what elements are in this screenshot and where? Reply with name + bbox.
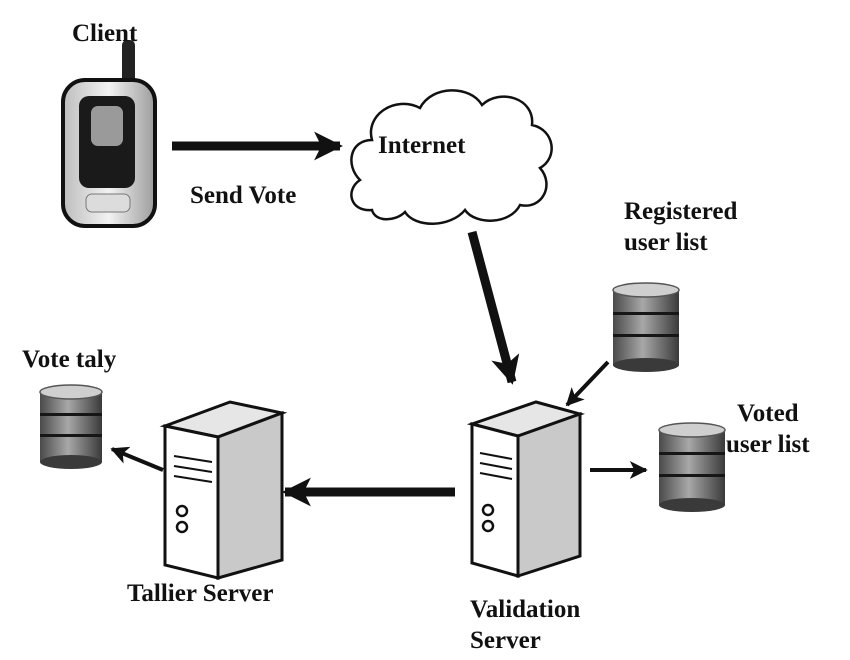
validation-label-line2: Server: [470, 627, 541, 654]
voted-label-line1: Voted: [736, 400, 799, 427]
tallier-server-label: Tallier Server: [127, 580, 274, 607]
server-tower-icon-validation: [466, 400, 586, 579]
server-tower-icon-tallier: [159, 400, 288, 580]
registered-label-line2: user list: [624, 229, 708, 256]
validation-label-line1: Validation: [470, 596, 581, 623]
mobile-phone-icon: [61, 40, 157, 228]
arrow-internet-to-validation: [467, 230, 520, 385]
registered-label-line1: Registered: [624, 198, 738, 225]
client-label: Client: [72, 20, 138, 47]
validation-server-label: Validation Server: [470, 594, 580, 656]
registered-user-list-label: Registered user list: [624, 196, 737, 258]
arrow-registered-to-validation: [565, 360, 610, 407]
send-vote-label: Send Vote: [190, 182, 297, 209]
internet-label: Internet: [378, 132, 466, 159]
voted-user-list-label: Voted user list: [726, 398, 810, 460]
voted-label-line2: user list: [726, 431, 810, 458]
database-icon-registered: [612, 282, 680, 372]
vote-tally-label: Vote taly: [22, 346, 117, 373]
database-icon-tally: [39, 384, 103, 469]
arrow-tallier-to-tally: [110, 446, 164, 472]
cloud-icon: [350, 89, 553, 225]
database-icon-voted: [658, 422, 726, 512]
